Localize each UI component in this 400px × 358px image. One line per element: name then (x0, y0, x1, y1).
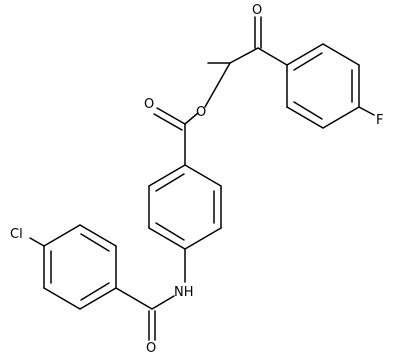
clring-bond-6 (79, 287, 117, 310)
clring-inner-3 (80, 282, 110, 301)
clring-inner-1 (80, 233, 110, 252)
carbonyl-ch2-bond (229, 47, 259, 64)
cring-bond-4 (148, 227, 186, 250)
ch2-to-ester-oxygen (204, 62, 231, 108)
cring-inner-2 (155, 222, 185, 241)
cring-bond-3 (184, 227, 222, 250)
fring-inner-1 (293, 52, 323, 71)
fring-bond-2 (322, 43, 360, 66)
clring-bond-5 (43, 287, 81, 310)
amide-nitrogen-label: NH (174, 285, 194, 300)
cring-bond-6 (148, 164, 186, 187)
fring-bond-5 (286, 106, 324, 129)
nh-amide-bond (151, 295, 175, 310)
amide-ring-bond (115, 287, 153, 310)
cring-bond-1 (184, 164, 222, 187)
ester-carbonyl-double-a (156, 107, 186, 125)
cring-inner-3 (155, 173, 185, 192)
clring-bond-3 (43, 224, 81, 247)
chlorine-label: Cl (10, 227, 23, 242)
bond-layer (29, 16, 375, 341)
c-f-bond (358, 106, 375, 116)
fring-bond-4 (322, 106, 360, 129)
ketone-oxygen-label: O (252, 3, 262, 18)
carbonyl-ring-bond (257, 47, 288, 66)
ester-carbonyl-double-b (153, 113, 183, 131)
amide-oxygen-label: O (146, 341, 156, 356)
ester-carbonyl-oxygen-label: O (144, 97, 154, 112)
ester-ring-oxygen-label: O (196, 105, 206, 120)
oxygen-ester-carbon-bond (184, 112, 199, 125)
fluorine-label: F (376, 113, 383, 128)
fring-inner-3 (293, 101, 323, 120)
c-cl-bond (29, 237, 45, 247)
clring-bond-2 (79, 224, 117, 247)
atom-label-layer: O O O F Cl NH O (10, 3, 383, 356)
fring-bond-1 (286, 43, 324, 66)
